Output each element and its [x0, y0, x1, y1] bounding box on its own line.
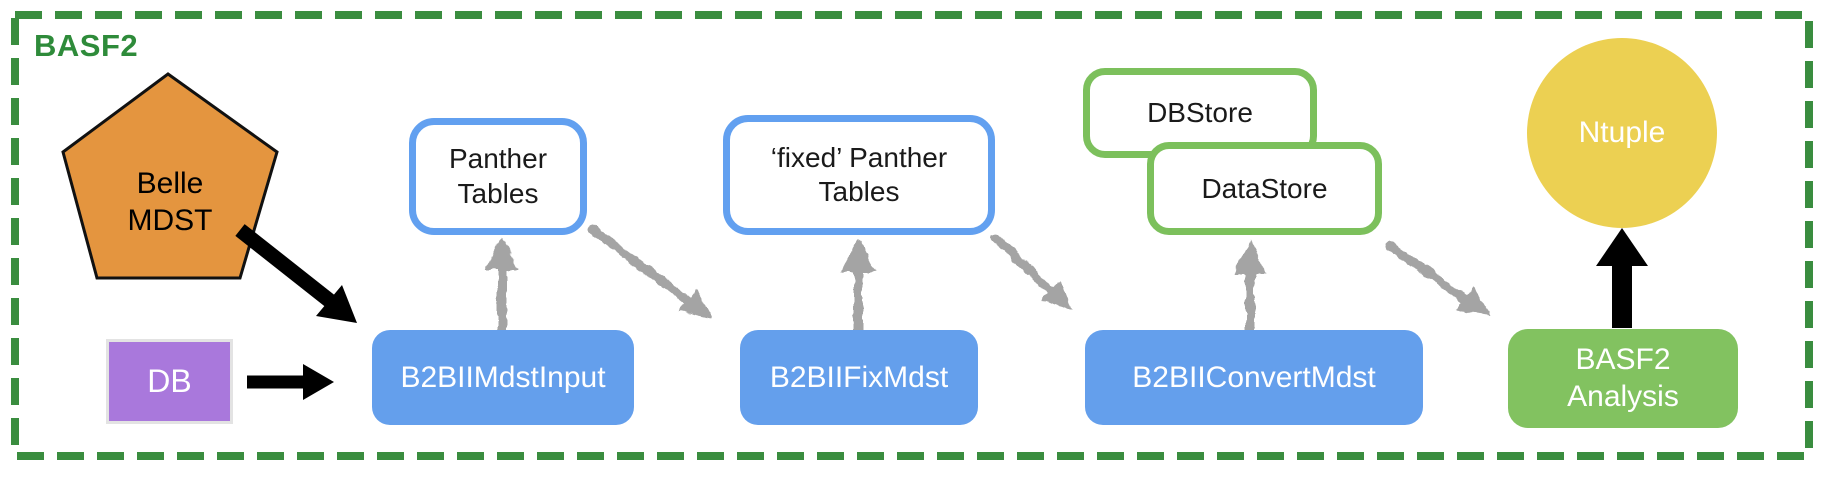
node-belle-mdst-label: Belle MDST: [127, 167, 213, 237]
arrow-convertmdst-to-datastore: [1233, 240, 1267, 335]
node-b2bii-mdst-input-label: B2BIIMdstInput: [400, 360, 606, 394]
arrow-fixed-panther-to-convertmdst: [991, 233, 1072, 311]
node-b2bii-convert-mdst-label: B2BIIConvertMdst: [1132, 360, 1376, 394]
node-datastore-label: DataStore: [1201, 172, 1328, 204]
arrow-analysis-to-ntuple: [1596, 228, 1648, 328]
arrow-db-to-mdstinput: [247, 364, 334, 400]
node-dbstore-label: DBStore: [1147, 97, 1253, 128]
node-panther-tables: Panther Tables: [409, 118, 587, 235]
arrow-belle-mdst-to-mdstinput: [235, 224, 357, 323]
node-db-label: DB: [147, 363, 192, 399]
node-db: DB: [106, 339, 233, 424]
node-b2bii-mdst-input: B2BIIMdstInput: [372, 330, 634, 425]
arrow-fixmdst-to-fixed-panther: [841, 238, 875, 335]
node-basf2-analysis: BASF2 Analysis: [1508, 329, 1738, 428]
arrow-datastore-to-analysis: [1385, 241, 1490, 315]
arrow-panther-tables-to-fixmdst: [588, 224, 712, 318]
basf2-frame-border: [11, 11, 1813, 460]
node-ntuple-label: Ntuple: [1578, 116, 1666, 149]
arrow-mdstinput-to-panther-tables: [485, 236, 519, 335]
belle-mdst-pentagon: [61, 72, 279, 280]
node-datastore: DataStore: [1147, 142, 1382, 235]
node-b2bii-fix-mdst-label: B2BIIFixMdst: [769, 360, 949, 394]
node-ntuple: Ntuple: [1527, 38, 1717, 228]
node-b2bii-convert-mdst: B2BIIConvertMdst: [1085, 330, 1423, 425]
node-fixed-panther-tables: ‘fixed’ Panther Tables: [723, 115, 995, 235]
node-b2bii-fix-mdst: B2BIIFixMdst: [740, 330, 978, 425]
frame-title: BASF2: [34, 28, 139, 63]
